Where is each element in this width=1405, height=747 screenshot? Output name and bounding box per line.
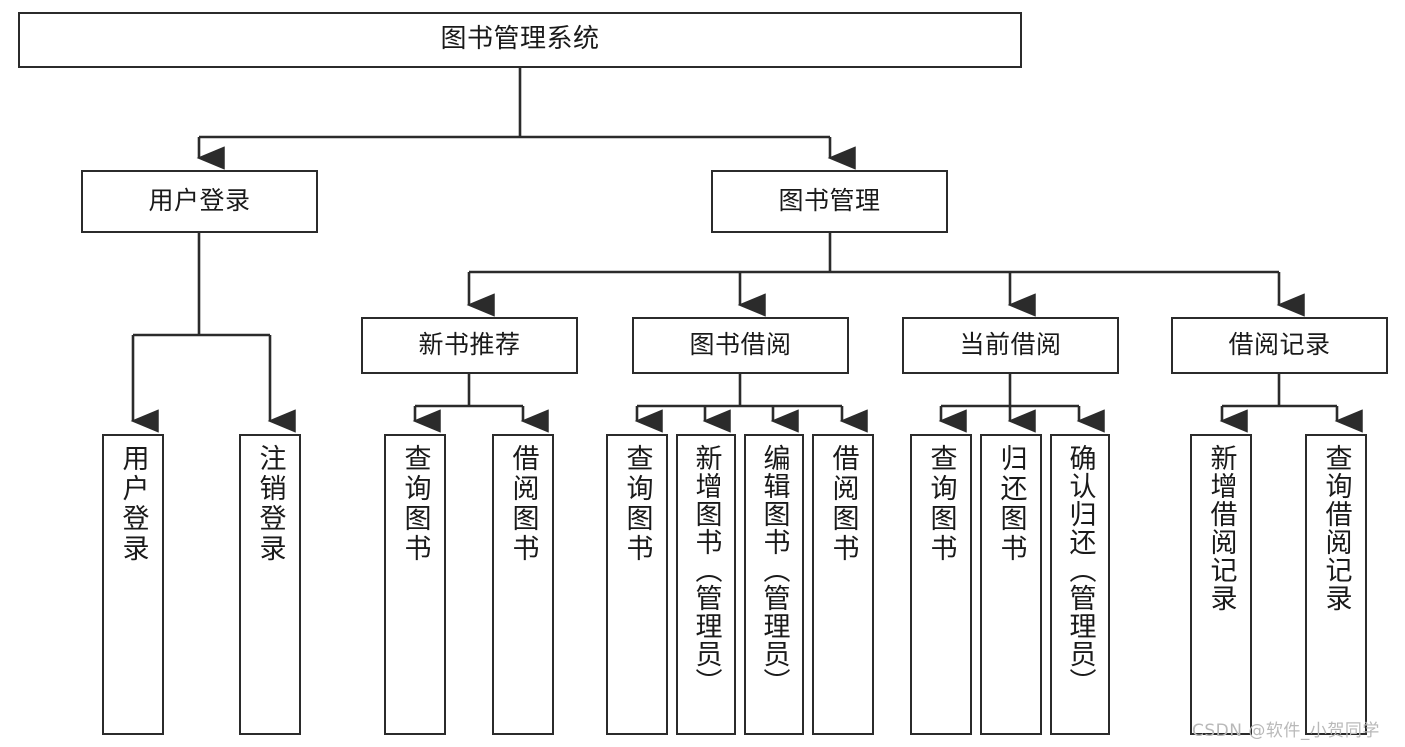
node-leaf-query-book-2[interactable]: 查询图书 (606, 434, 668, 735)
node-label: 编辑图书（管理员） (758, 444, 790, 696)
node-leaf-return-book[interactable]: 归还图书 (980, 434, 1042, 735)
node-label: 图书借阅 (689, 330, 792, 360)
node-label: 查询借阅记录 (1320, 444, 1352, 612)
node-leaf-borrow-book-1[interactable]: 借阅图书 (492, 434, 554, 735)
node-current-borrow[interactable]: 当前借阅 (902, 317, 1119, 374)
node-leaf-query-book-1[interactable]: 查询图书 (384, 434, 446, 735)
node-label: 借阅记录 (1228, 330, 1331, 360)
node-book-manage[interactable]: 图书管理 (711, 170, 948, 233)
node-label: 用户登录 (117, 444, 149, 564)
node-leaf-confirm-return-admin[interactable]: 确认归还（管理员） (1050, 434, 1110, 735)
node-leaf-query-book-3[interactable]: 查询图书 (910, 434, 972, 735)
node-label: 借阅图书 (507, 444, 539, 564)
node-label: 查询图书 (399, 444, 431, 564)
csdn-watermark: CSDN @软件_小贺同学 (1192, 721, 1380, 741)
node-leaf-edit-book-admin[interactable]: 编辑图书（管理员） (744, 434, 804, 735)
node-new-book-recommend[interactable]: 新书推荐 (361, 317, 578, 374)
node-label: 用户登录 (148, 186, 251, 216)
node-leaf-logout-login[interactable]: 注销登录 (239, 434, 301, 735)
node-leaf-user-login[interactable]: 用户登录 (102, 434, 164, 735)
node-user-login[interactable]: 用户登录 (81, 170, 318, 233)
node-root-system[interactable]: 图书管理系统 (18, 12, 1022, 68)
node-label: 确认归还（管理员） (1064, 444, 1096, 696)
node-label: 当前借阅 (959, 330, 1062, 360)
node-leaf-add-book-admin[interactable]: 新增图书（管理员） (676, 434, 736, 735)
node-borrow-record[interactable]: 借阅记录 (1171, 317, 1388, 374)
node-label: 新书推荐 (418, 330, 521, 360)
node-label: 新增借阅记录 (1205, 444, 1237, 612)
node-label: 图书管理 (778, 186, 881, 216)
node-label: 查询图书 (925, 444, 957, 564)
node-label: 归还图书 (995, 444, 1027, 564)
node-leaf-query-borrow-record[interactable]: 查询借阅记录 (1305, 434, 1367, 735)
node-label: 查询图书 (621, 444, 653, 564)
node-label: 注销登录 (254, 444, 286, 564)
node-leaf-add-borrow-record[interactable]: 新增借阅记录 (1190, 434, 1252, 735)
node-book-borrow[interactable]: 图书借阅 (632, 317, 849, 374)
node-leaf-borrow-book-2[interactable]: 借阅图书 (812, 434, 874, 735)
node-label: 图书管理系统 (440, 24, 600, 55)
node-label: 借阅图书 (827, 444, 859, 564)
node-label: 新增图书（管理员） (690, 444, 722, 696)
